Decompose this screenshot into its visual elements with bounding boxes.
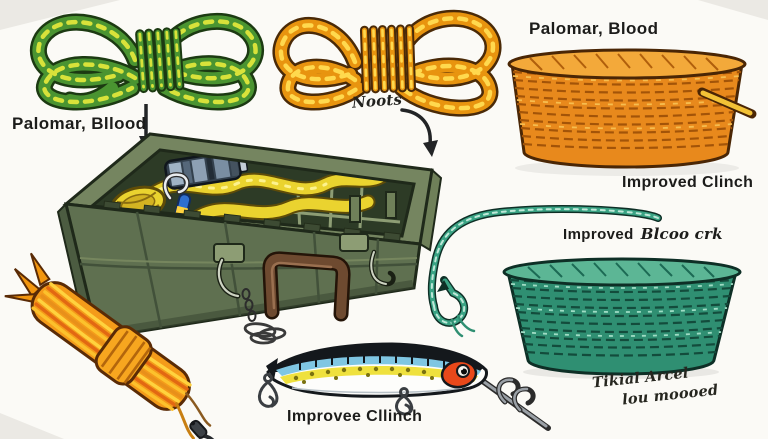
- tail-treble-hook: [258, 373, 279, 408]
- caption-improvee-cllinch: Improvee Cllinch: [287, 408, 423, 425]
- spool-flange-hatch: [529, 53, 719, 71]
- hook-barb: [437, 280, 449, 292]
- hank-frayed-end: [4, 252, 51, 303]
- curved-arrow: [400, 108, 438, 157]
- box-contents: [110, 150, 401, 233]
- lure-tail-tip: [266, 358, 278, 380]
- hank-center-wrap: [94, 325, 153, 386]
- fishing-lure: [258, 342, 551, 431]
- orange-knot-twist-highlight: [278, 16, 496, 111]
- box-front-rib: [79, 262, 418, 270]
- spool-line-highlight: [510, 283, 734, 337]
- latch-post: [385, 191, 397, 219]
- caption-improved-clinch: Improved Clinch: [622, 174, 754, 191]
- orange-rope-knot: [272, 9, 502, 117]
- caption-knots-script: Noots: [351, 90, 403, 112]
- lure-scale-spots: [293, 366, 434, 384]
- caption-palomar-blood: Palomar, Blood: [529, 19, 659, 38]
- green-knot-center-coil: [135, 26, 185, 94]
- hanging-chain-and-hooks: [241, 288, 287, 345]
- snap-swivel: [189, 419, 219, 439]
- caption-improved-print: Improved: [563, 226, 634, 243]
- lure-blue-ticks: [299, 356, 445, 370]
- box-latch-left: [213, 243, 245, 299]
- hook-frayed-end: [450, 314, 476, 338]
- orange-line-spool: [507, 48, 757, 176]
- spool-body: [510, 62, 744, 169]
- orange-knot-center-coil: [359, 24, 416, 94]
- box-bottom-shade: [96, 280, 414, 338]
- caption-palomar-bllood: Palomar, Bllood: [12, 114, 147, 133]
- snap-wire: [162, 172, 190, 201]
- tackle-box: [56, 132, 443, 345]
- spool-flange-hatch: [527, 262, 715, 279]
- latch-post: [349, 195, 361, 223]
- green-knot-twist-highlight: [36, 19, 258, 105]
- spool-line-tag-end: [697, 87, 757, 119]
- belly-treble-hook: [395, 387, 414, 416]
- box-handle: [262, 251, 351, 322]
- spool-line-highlight: [512, 75, 741, 130]
- lure-belly-line: [291, 387, 463, 394]
- spool-top-flange: [502, 257, 742, 287]
- orange-line-hank: [4, 252, 219, 439]
- box-front-rib-highlight: [79, 257, 418, 264]
- caption-improved-mixed: Improved Blcoo crk: [563, 225, 723, 243]
- hank-tail-strands: [174, 392, 212, 439]
- teal-line-spool: [502, 257, 742, 379]
- box-latch-right: [339, 233, 396, 287]
- teal-line-and-hook: [427, 205, 662, 338]
- lure-body: [266, 342, 488, 398]
- lure-pupil: [461, 368, 467, 375]
- caption-improved-script: Blcoo crk: [640, 225, 723, 243]
- lure-eye-highlight: [461, 368, 463, 370]
- green-rope-knot: [29, 12, 264, 111]
